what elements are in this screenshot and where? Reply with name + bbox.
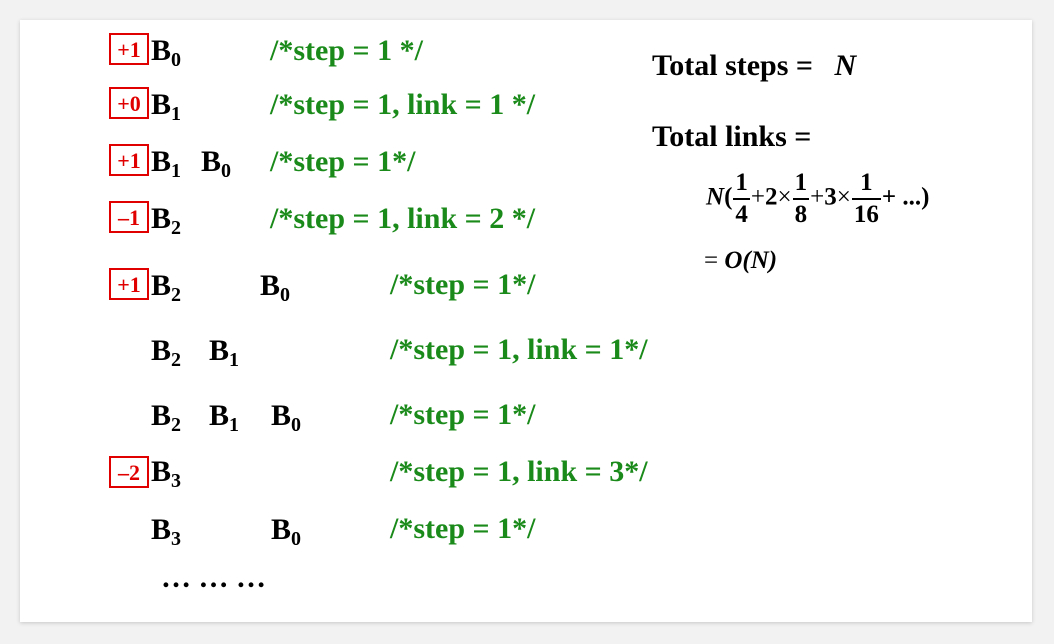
ellipsis: … … … <box>161 561 266 594</box>
b-row0-c0: B0 <box>151 34 182 71</box>
comment-row-7: /*step = 1, link = 3*/ <box>390 455 648 488</box>
b-row5-c0: B2 <box>151 334 182 371</box>
result-big-o: O(N) <box>724 247 778 274</box>
total-steps-label: Total steps = <box>652 49 814 82</box>
total-steps-value: N <box>834 49 857 82</box>
links-result: = O(N) <box>704 247 778 274</box>
b-row2-c0: B1 <box>151 145 182 182</box>
badge-row-2: +1 <box>109 144 149 176</box>
formula-open: ( <box>724 183 733 211</box>
b-row6-c1: B1 <box>209 399 240 436</box>
formula-tail: + ...) <box>881 183 930 211</box>
comment-row-4: /*step = 1*/ <box>390 268 536 301</box>
formula-lead: N <box>706 183 725 211</box>
comment-row-2: /*step = 1*/ <box>270 145 416 178</box>
b-row1-c0: B1 <box>151 88 182 125</box>
b-row8-c1: B0 <box>271 513 302 550</box>
comment-row-0: /*step = 1 */ <box>270 34 423 67</box>
b-row6-c0: B2 <box>151 399 182 436</box>
total-steps: Total steps = N <box>652 51 856 81</box>
b-row6-c2: B0 <box>271 399 302 436</box>
comment-row-5: /*step = 1, link = 1*/ <box>390 333 648 366</box>
b-row5-c1: B1 <box>209 334 240 371</box>
b-row3-c0: B2 <box>151 202 182 239</box>
badge-row-4: +1 <box>109 268 149 300</box>
b-row7-c0: B3 <box>151 455 182 492</box>
comment-row-1: /*step = 1, link = 1 */ <box>270 88 536 121</box>
comment-row-3: /*step = 1, link = 2 */ <box>270 202 536 235</box>
b-row8-c0: B3 <box>151 513 182 550</box>
comment-row-8: /*step = 1*/ <box>390 512 536 545</box>
badge-row-7: –2 <box>109 456 149 488</box>
b-row4-c1: B0 <box>260 269 291 306</box>
badge-row-1: +0 <box>109 87 149 119</box>
badge-row-3: –1 <box>109 201 149 233</box>
slide: +1 B0 /*step = 1 */ +0 B1 /*step = 1, li… <box>20 20 1032 622</box>
total-links-label: Total links = <box>652 120 812 153</box>
badge-row-0: +1 <box>109 33 149 65</box>
comment-row-6: /*step = 1*/ <box>390 398 536 431</box>
b-row2-c1: B0 <box>201 145 232 182</box>
b-row4-c0: B2 <box>151 269 182 306</box>
